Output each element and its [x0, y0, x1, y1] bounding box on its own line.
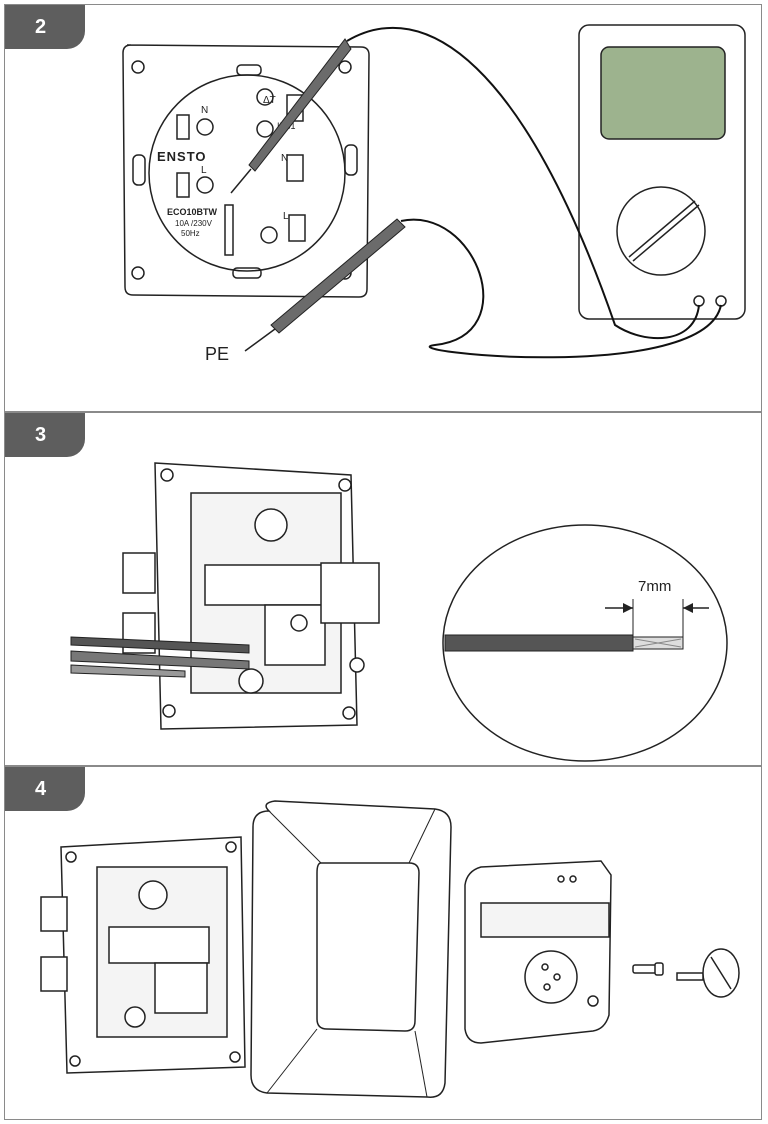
test-probe-lower	[244, 218, 406, 352]
terminal-l-left: L	[201, 165, 207, 176]
multimeter-jack-v	[715, 295, 727, 307]
multimeter-display	[600, 46, 726, 140]
wire-stripping-diagram: 7mm	[70, 462, 728, 762]
terminal-n-right: N	[281, 153, 288, 164]
cover-frame	[250, 800, 452, 1098]
control-knob	[676, 948, 740, 998]
multimeter-dial	[616, 186, 706, 276]
thermostat-front-cover	[464, 860, 612, 1044]
frequency-label: 50Hz	[181, 229, 200, 238]
step-4-badge: 4	[5, 767, 85, 811]
model-label: ECO10BTW	[167, 207, 218, 217]
screw	[632, 962, 664, 976]
step-3-badge: 3	[5, 413, 85, 457]
terminal-dt: ΔT	[263, 95, 276, 106]
terminal-l-right: L	[283, 211, 289, 222]
step-4-panel: 4	[4, 766, 762, 1120]
test-lead-upper	[346, 26, 700, 340]
thermostat-backplate	[122, 44, 370, 298]
pe-label: PE	[205, 344, 229, 364]
test-lead-lower	[400, 218, 722, 359]
step-3-panel: 3	[4, 412, 762, 766]
input-cables	[70, 636, 250, 678]
step-2-panel: 2 ENSTO ECO10BTW 10A /230V 50Hz	[4, 4, 762, 412]
stripped-wire-detail: 7mm	[442, 524, 728, 762]
rating-label: 10A /230V	[175, 219, 213, 228]
multimeter-jack-com	[693, 295, 705, 307]
thermostat-base	[40, 836, 246, 1074]
test-probe-upper	[230, 38, 352, 194]
multimeter-test-diagram: ENSTO ECO10BTW 10A /230V 50Hz IP31 N L Δ…	[122, 24, 746, 364]
assembly-diagram	[40, 800, 740, 1098]
step-2-badge: 2	[5, 5, 85, 49]
thermostat-side-view	[122, 462, 380, 730]
strip-length-label: 7mm	[638, 578, 671, 595]
terminal-n-top: N	[201, 105, 208, 116]
wire-insulation	[444, 634, 634, 652]
brand-label: ENSTO	[157, 149, 207, 164]
multimeter	[578, 24, 746, 320]
